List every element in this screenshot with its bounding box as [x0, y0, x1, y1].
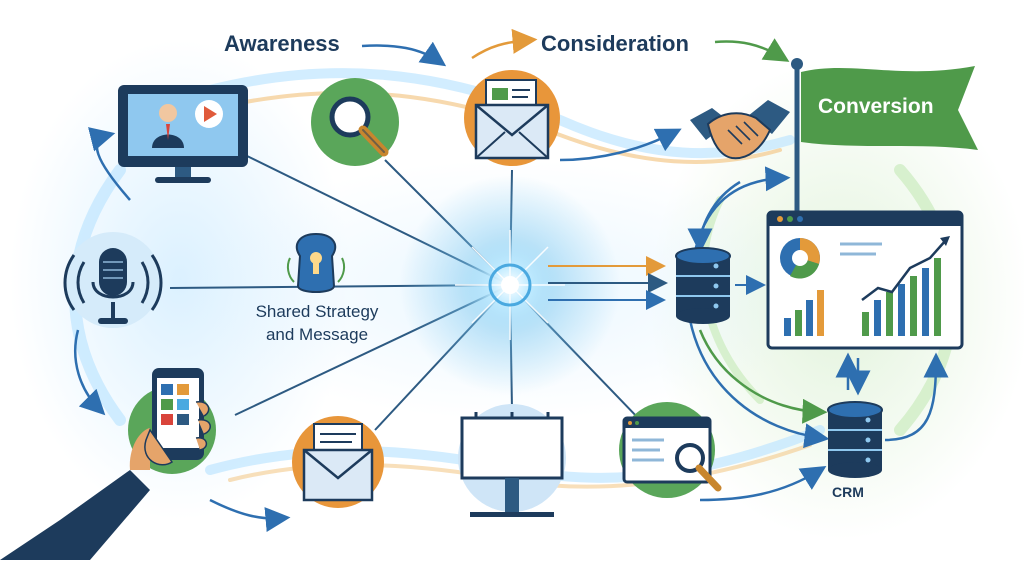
email-icon [464, 70, 560, 166]
shared-strategy-line-2: and Message [265, 325, 369, 344]
awareness-label: Awareness [224, 31, 340, 56]
billboard-icon [458, 404, 566, 517]
dashboard-chart-icon [766, 210, 964, 350]
magnifier-icon [311, 78, 399, 166]
handshake-icon [690, 100, 790, 160]
crm-label: CRM [832, 484, 864, 500]
flow-arrows-right [548, 256, 766, 310]
consideration-label: Consideration [541, 31, 689, 56]
database-icon [675, 247, 731, 324]
strategy-lock-icon [286, 232, 346, 293]
tv-video-icon [118, 85, 248, 183]
email-icon-bottom [292, 416, 384, 508]
shared-strategy-line-1: Shared Strategy [255, 302, 379, 321]
microphone-icon [63, 232, 163, 328]
central-core [400, 175, 620, 395]
smartphone-icon [0, 368, 216, 560]
web-search-icon [619, 402, 722, 498]
shared-strategy-label: Shared Strategy and Message [232, 300, 402, 346]
crm-database-icon [827, 401, 883, 478]
conversion-label: Conversion [818, 95, 934, 118]
conversion-flag [791, 58, 978, 212]
